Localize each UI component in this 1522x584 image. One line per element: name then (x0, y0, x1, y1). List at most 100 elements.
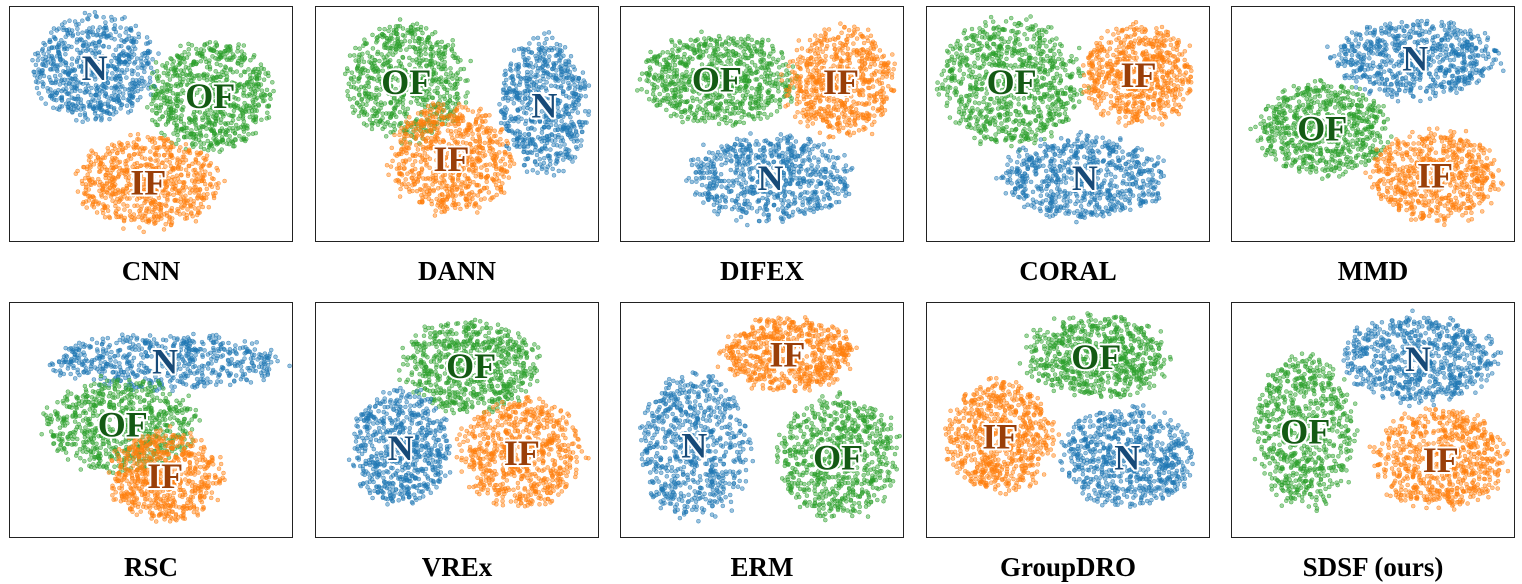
point (240, 114, 246, 119)
point (549, 132, 555, 138)
point (191, 81, 197, 87)
point (75, 189, 81, 194)
point (135, 88, 140, 94)
point (418, 128, 423, 134)
point (76, 21, 81, 27)
point (422, 151, 428, 156)
point (469, 159, 475, 165)
point (748, 105, 753, 111)
point (153, 199, 158, 205)
point (99, 182, 105, 187)
point (723, 100, 729, 105)
point (440, 199, 446, 205)
point (98, 34, 104, 40)
point (96, 43, 102, 48)
point (109, 58, 114, 64)
point (219, 138, 225, 143)
point (567, 83, 572, 88)
point (142, 156, 148, 162)
point (415, 111, 421, 116)
point (654, 103, 659, 108)
point (157, 116, 162, 122)
point (369, 61, 375, 67)
point (432, 30, 438, 35)
point (213, 104, 219, 110)
point (351, 96, 357, 101)
point (457, 112, 463, 117)
point (182, 90, 187, 96)
point (421, 176, 426, 181)
point (366, 80, 371, 86)
point (105, 208, 111, 214)
point (504, 90, 509, 96)
point (498, 136, 503, 142)
point (477, 205, 482, 210)
point (137, 225, 142, 230)
point (99, 194, 105, 199)
point (749, 37, 755, 43)
point (431, 102, 437, 108)
point (646, 72, 652, 77)
point (105, 167, 110, 173)
point (121, 95, 126, 101)
point (659, 74, 665, 80)
point (502, 149, 507, 155)
point (59, 38, 64, 43)
point (454, 96, 460, 102)
point (479, 174, 484, 180)
point (201, 48, 207, 53)
point (180, 185, 185, 191)
point (395, 38, 401, 44)
point (180, 108, 185, 113)
point (222, 178, 227, 184)
point (145, 50, 151, 56)
point (181, 121, 187, 127)
point (203, 83, 208, 89)
point (86, 89, 92, 95)
point (372, 58, 378, 63)
point (398, 186, 403, 192)
point (255, 87, 260, 92)
point (59, 104, 65, 109)
point (469, 145, 474, 151)
point (480, 113, 485, 119)
point (736, 110, 741, 116)
point (500, 96, 506, 102)
point (148, 199, 153, 204)
point (92, 9, 98, 15)
point (232, 104, 238, 110)
point (646, 96, 652, 102)
point (678, 93, 684, 99)
point (555, 151, 561, 157)
point (184, 82, 190, 87)
point (408, 24, 414, 30)
point (356, 79, 361, 84)
point (644, 89, 650, 95)
point (528, 126, 534, 131)
point (450, 202, 455, 208)
point (225, 103, 230, 109)
point (209, 121, 215, 126)
point (569, 119, 574, 125)
point (95, 28, 101, 33)
point (404, 150, 409, 156)
point (158, 135, 164, 141)
point (558, 113, 563, 119)
point (487, 162, 493, 167)
cluster-label-if: IF (130, 163, 166, 203)
point (562, 45, 568, 50)
point (659, 69, 665, 75)
point (542, 49, 548, 54)
point (466, 121, 471, 127)
point (737, 101, 743, 107)
point (660, 50, 666, 55)
point (176, 54, 181, 59)
point (122, 15, 127, 20)
point (84, 88, 90, 93)
point (463, 100, 469, 105)
point (563, 59, 568, 64)
point (399, 125, 404, 131)
point (33, 79, 39, 85)
point (230, 118, 236, 123)
